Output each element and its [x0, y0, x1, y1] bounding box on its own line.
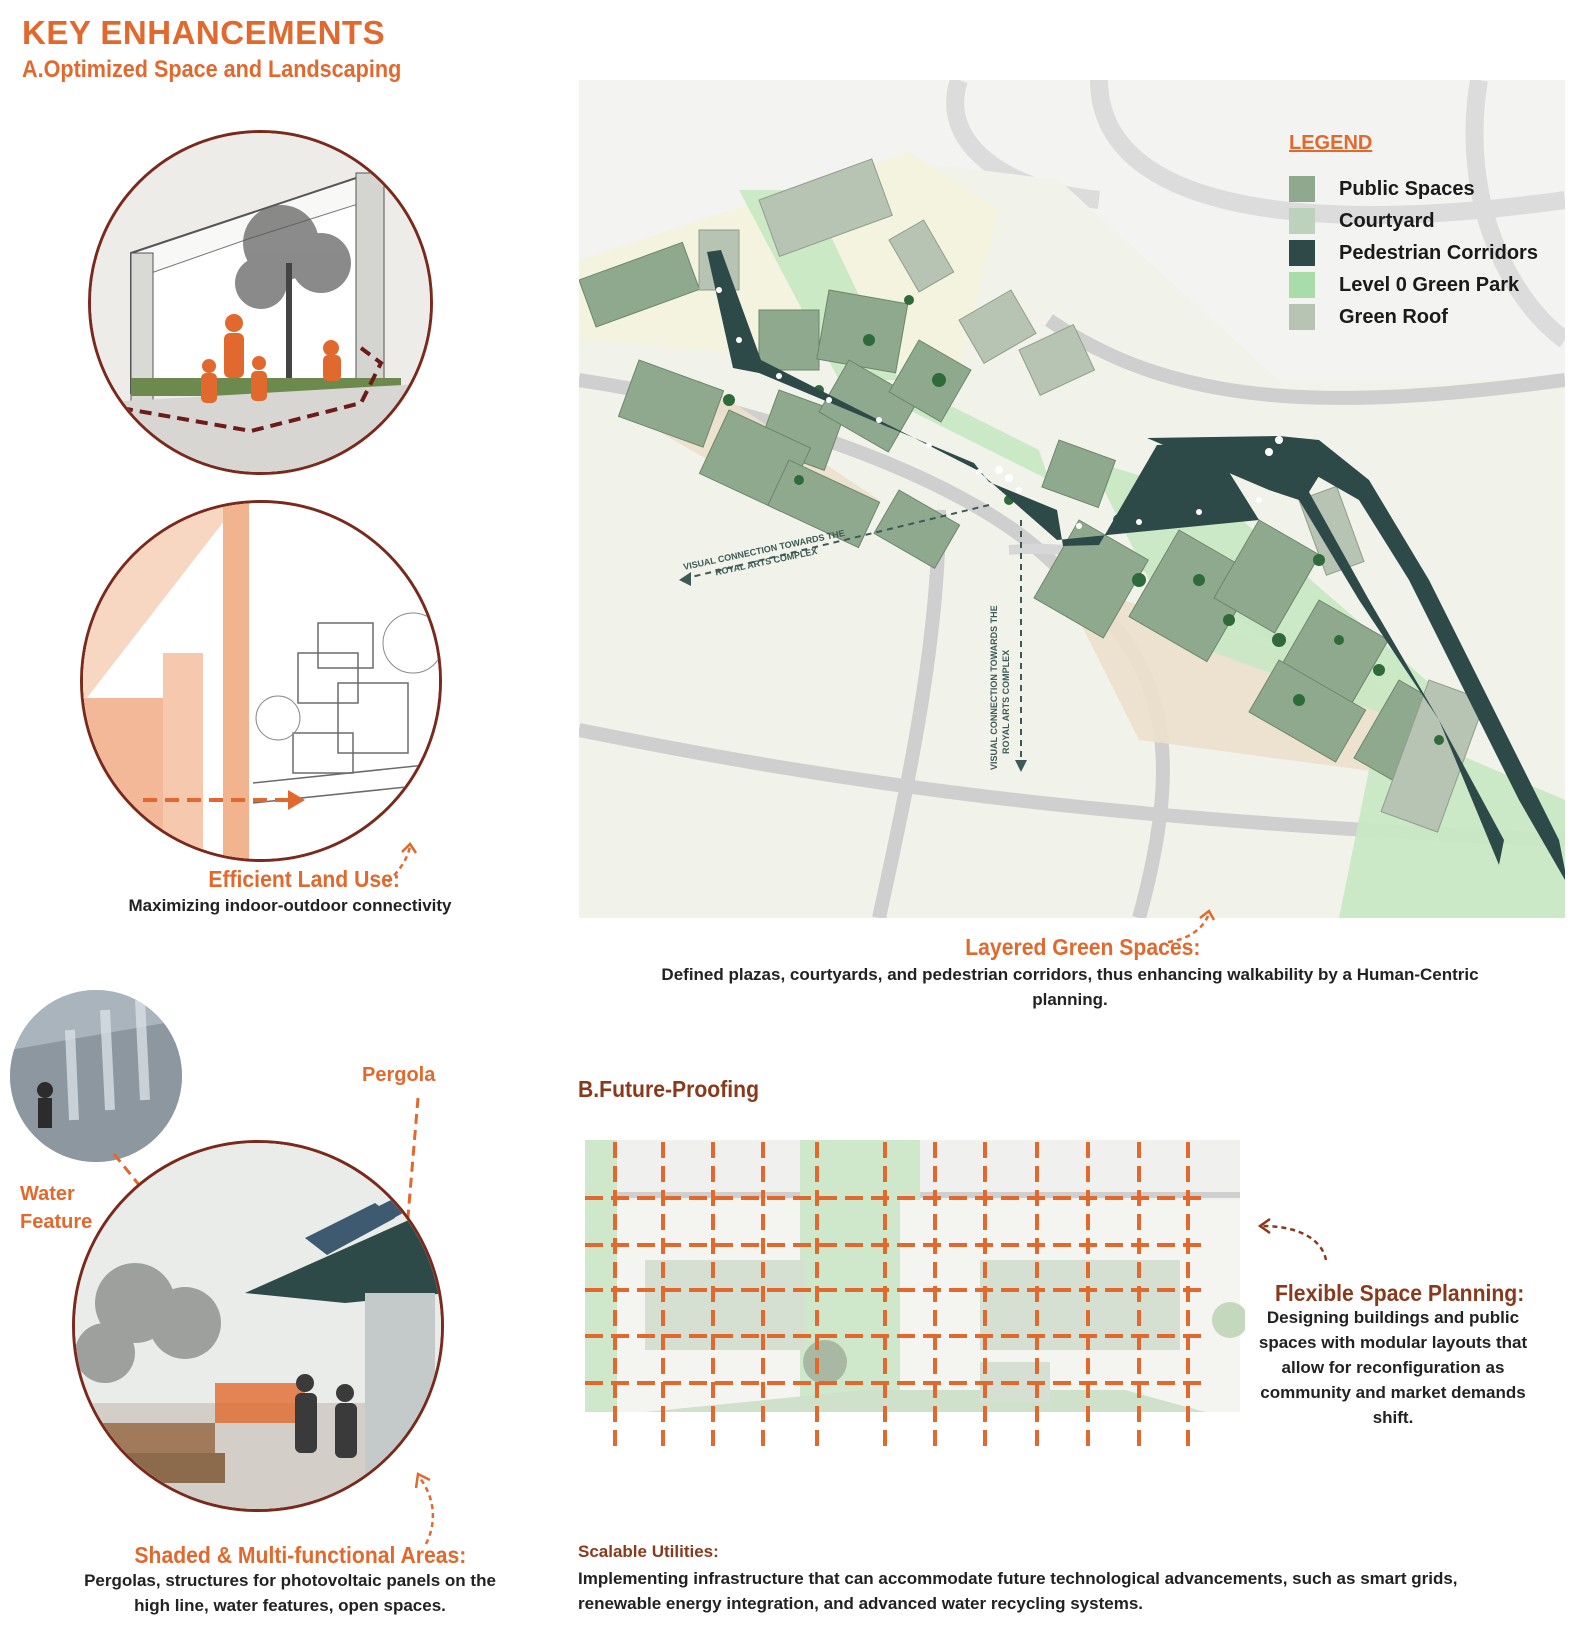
layered-green-description: Defined plazas, courtyards, and pedestri… [661, 965, 1479, 1009]
legend-swatch [1289, 176, 1315, 202]
visual-connection-annotation-2: VISUAL CONNECTION TOWARDS THE ROYAL ARTS… [989, 603, 1011, 770]
pointer-line-pergola [402, 1097, 420, 1265]
curved-arrow-icon [1257, 1218, 1328, 1261]
efficient-land-use-description: Maximizing indoor-outdoor connectivity [128, 896, 452, 915]
legend-item: Green Roof [1289, 301, 1549, 333]
legend-label: Courtyard [1339, 209, 1435, 232]
section-a-title: A.Optimized Space and Landscaping [22, 56, 402, 83]
water-feature-label: Water Feature [20, 1183, 93, 1233]
modular-grid-plan [585, 1140, 1248, 1455]
interior-sketch [91, 133, 430, 472]
illustration-circle-shaded [72, 1140, 444, 1512]
legend-item: Public Spaces [1289, 173, 1549, 205]
legend-item: Courtyard [1289, 205, 1549, 237]
shaded-area-render [75, 1143, 441, 1509]
shaded-areas-description: Pergolas, structures for photovoltaic pa… [84, 1571, 496, 1615]
legend-swatch [1289, 304, 1315, 330]
efficient-land-use-title: Efficient Land Use: [208, 866, 400, 892]
modular-grid-drawing [585, 1140, 1248, 1452]
water-feature-photo [10, 990, 182, 1162]
flexible-planning-description: Designing buildings and public spaces wi… [1258, 1308, 1528, 1427]
legend-label: Green Roof [1339, 305, 1448, 328]
flexible-planning-title: Flexible Space Planning: [1275, 1280, 1525, 1306]
illustration-circle-pergola [80, 500, 442, 862]
pergola-sketch [83, 503, 439, 859]
site-plan-map: VISUAL CONNECTION TOWARDS THE ROYAL ARTS… [579, 80, 1565, 918]
shaded-areas-title: Shaded & Multi-functional Areas: [134, 1542, 467, 1568]
site-plan-drawing: VISUAL CONNECTION TOWARDS THE ROYAL ARTS… [579, 80, 1565, 918]
legend-item: Pedestrian Corridors [1289, 237, 1549, 269]
curved-arrow-icon [1167, 909, 1216, 944]
scalable-utilities-description: Implementing infrastructure that can acc… [578, 1569, 1458, 1613]
legend-label: Level 0 Green Park [1339, 273, 1520, 296]
layered-green-title: Layered Green Spaces: [965, 934, 1201, 960]
legend-swatch [1289, 208, 1315, 234]
section-b-title: B.Future-Proofing [578, 1076, 760, 1102]
legend-label: Public Spaces [1339, 177, 1475, 200]
scalable-utilities-title: Scalable Utilities: [578, 1542, 719, 1561]
fountain-image [10, 990, 182, 1162]
curved-arrow-icon [414, 1472, 435, 1545]
legend-title: LEGEND [1289, 132, 1373, 154]
legend-label: Pedestrian Corridors [1339, 241, 1538, 264]
legend-swatch [1289, 272, 1315, 298]
page-title: KEY ENHANCEMENTS [22, 14, 386, 51]
illustration-circle-interior [88, 130, 433, 475]
curved-arrow-icon [387, 842, 418, 883]
pergola-label: Pergola [362, 1064, 436, 1086]
legend-item: Level 0 Green Park [1289, 269, 1549, 301]
legend-swatch [1289, 240, 1315, 266]
